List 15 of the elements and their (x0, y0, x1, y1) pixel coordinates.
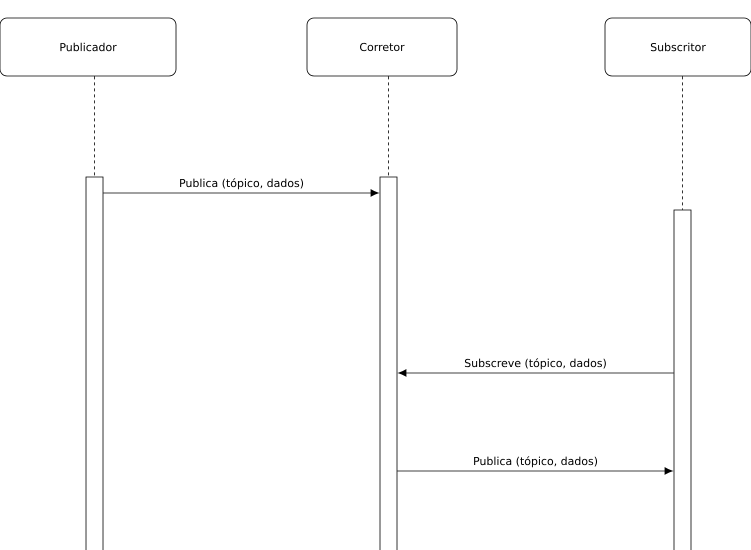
message-label: Publica (tópico, dados) (472, 454, 600, 469)
lifeline (94, 76, 95, 177)
message-label: Subscreve (tópico, dados) (462, 356, 608, 371)
message-arrow (103, 189, 379, 197)
participant-box: Corretor (306, 18, 458, 76)
lifeline (682, 76, 683, 210)
participant-box: Subscritor (604, 18, 751, 76)
lifeline (388, 76, 389, 177)
activation-bar (674, 210, 692, 550)
participant-box: Publicador (0, 18, 176, 76)
activation-bar (380, 176, 398, 550)
message-label: Publica (tópico, dados) (178, 176, 306, 191)
message-arrow (397, 467, 673, 475)
message-arrow (398, 369, 674, 377)
activation-bar (86, 176, 104, 550)
